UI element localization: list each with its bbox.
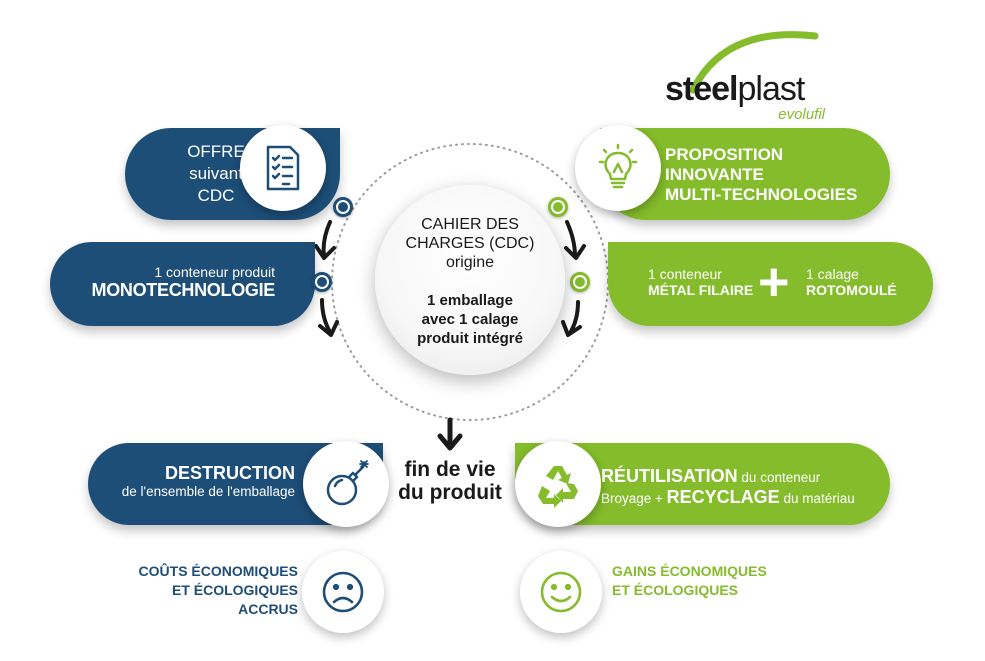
center-bold1: 1 emballage bbox=[427, 292, 513, 309]
center-line3: origine bbox=[445, 254, 495, 271]
center-bold2: avec 1 calage bbox=[421, 311, 519, 328]
arrow-down-icon bbox=[437, 417, 463, 451]
logo: steelplast evolufil bbox=[665, 70, 825, 130]
gain-outcome-line2: ET ÉCOLOGIQUES bbox=[612, 582, 739, 598]
connector-node bbox=[312, 272, 332, 292]
logo-brand-bold: steel bbox=[665, 70, 738, 108]
reuse-line2-rest: du matériau bbox=[779, 490, 855, 506]
offer-line1: OFFRE bbox=[187, 142, 245, 161]
mono-bubble: 1 conteneur produit MONOTECHNOLOGIE bbox=[50, 242, 315, 326]
multi-bubble: 1 conteneur MÉTAL FILAIRE + 1 calage ROT… bbox=[608, 242, 933, 326]
sad-face-icon bbox=[302, 551, 384, 633]
bomb-icon bbox=[303, 441, 389, 527]
connector-node bbox=[548, 197, 568, 217]
proposal-line3: MULTI-TECHNOLOGIES bbox=[665, 185, 858, 204]
proposal-line1: PROPOSITION bbox=[665, 145, 784, 164]
reuse-line2-start: Broyage + bbox=[601, 490, 667, 506]
mono-line1: 1 conteneur produit bbox=[154, 264, 275, 280]
mono-line2: MONOTECHNOLOGIE bbox=[91, 280, 276, 301]
center-bold3: produit intégré bbox=[417, 330, 523, 347]
cost-outcome-line1: COÛTS ÉCONOMIQUES bbox=[138, 563, 298, 579]
multi-right-line1: 1 calage bbox=[806, 266, 859, 282]
cost-outcome-line2: ET ÉCOLOGIQUES ACCRUS bbox=[171, 582, 298, 617]
offer-line2: suivant bbox=[189, 164, 243, 183]
arrow-down-icon bbox=[314, 220, 336, 260]
plus-icon: + bbox=[758, 252, 790, 312]
logo-brand-light: plast bbox=[737, 70, 806, 108]
reuse-line2-bold: RECYCLAGE bbox=[666, 486, 780, 507]
logo-arc bbox=[689, 31, 819, 94]
gain-outcome-text: GAINS ÉCONOMIQUES ET ÉCOLOGIQUES bbox=[612, 562, 767, 600]
center-line1: CAHIER DES bbox=[421, 216, 519, 233]
destruction-title: DESTRUCTION bbox=[165, 463, 295, 483]
end-of-life-label: fin de vie du produit bbox=[395, 458, 505, 504]
connector-node bbox=[333, 197, 353, 217]
reuse-title-rest: du conteneur bbox=[737, 470, 821, 485]
happy-face-icon bbox=[520, 551, 602, 633]
multi-left-line2: MÉTAL FILAIRE bbox=[648, 282, 754, 299]
multi-left-line1: 1 conteneur bbox=[648, 266, 722, 282]
checklist-icon bbox=[240, 125, 326, 211]
gain-outcome-line1: GAINS ÉCONOMIQUES bbox=[612, 563, 767, 579]
arrow-down-icon bbox=[564, 220, 586, 260]
end-line1: fin de vie bbox=[404, 458, 496, 481]
reuse-title-bold: RÉUTILISATION bbox=[601, 466, 738, 486]
center-line2: CHARGES (CDC) bbox=[405, 235, 535, 252]
connector-node bbox=[570, 272, 590, 292]
proposal-line2: INNOVANTE bbox=[665, 165, 764, 184]
offer-line3: CDC bbox=[197, 186, 235, 205]
destruction-subtitle: de l'ensemble de l'emballage bbox=[121, 483, 295, 499]
multi-right-line2: ROTOMOULÉ bbox=[806, 282, 897, 299]
end-line2: du produit bbox=[398, 481, 502, 504]
lightbulb-icon bbox=[575, 125, 661, 211]
logo-tagline: evolufil bbox=[778, 106, 825, 123]
arrow-down-icon bbox=[561, 300, 582, 337]
center-circle: CAHIER DES CHARGES (CDC) origine 1 embal… bbox=[375, 185, 565, 375]
arrow-down-icon bbox=[318, 298, 339, 337]
cost-outcome-text: COÛTS ÉCONOMIQUES ET ÉCOLOGIQUES ACCRUS bbox=[110, 562, 298, 619]
recycle-icon bbox=[515, 441, 601, 527]
